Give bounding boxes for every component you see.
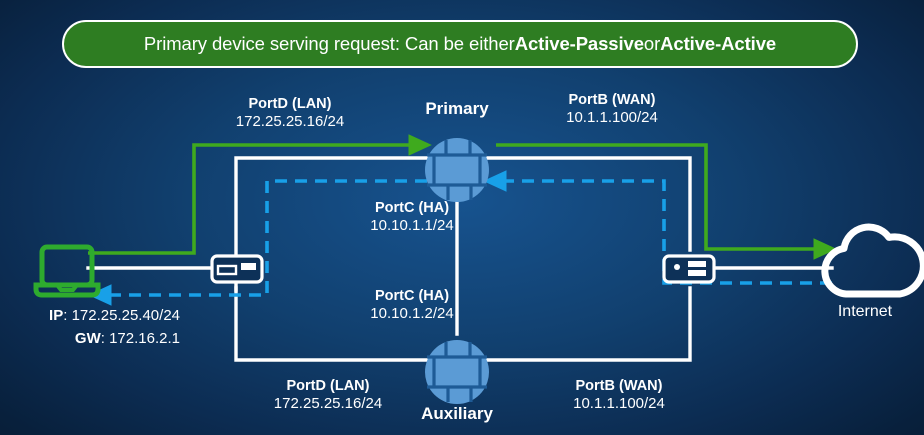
label-auxiliary-lan-address: 172.25.25.16/24 [273, 395, 383, 413]
link-lan-switch-down-to-auxiliary [234, 286, 430, 362]
label-auxiliary-device-name: Auxiliary [421, 404, 493, 423]
label-primary-lan-port: PortD (LAN) 172.25.25.16/24 [190, 96, 390, 131]
label-primary-device-name: Primary [425, 99, 489, 118]
blue-response-path [88, 170, 832, 306]
label-auxiliary-wan-address: 10.1.1.100/24 [573, 395, 665, 413]
label-primary-wan-title: PortB (WAN) [568, 92, 656, 108]
laptop-ip-value: 172.25.25.40/24 [71, 307, 180, 324]
label-primary-wan-port: PortB (WAN) 10.1.1.100/24 [512, 92, 712, 127]
banner-callout: Primary device serving request: Can be e… [62, 20, 858, 68]
label-auxiliary-lan-title: PortD (LAN) [286, 378, 370, 394]
label-auxiliary-lan-port: PortD (LAN) 172.25.25.16/24 [228, 378, 428, 413]
laptop-ip-label: IP [49, 307, 64, 324]
green-request-path [88, 134, 837, 260]
banner-bold-active-passive: Active-Passive [514, 33, 644, 54]
link-auxiliary-to-wan-switch [485, 286, 692, 362]
link-lan-switch-up-to-primary [234, 156, 430, 292]
link-primary-to-wan-switch [485, 156, 692, 252]
label-primary-ha-port: PortC (HA) 10.10.1.1/24 [322, 200, 502, 235]
wan-switch-icon [662, 254, 716, 284]
banner-bold-active-active: Active-Active [660, 33, 777, 54]
lan-switch-icon [210, 254, 264, 284]
white-link-paths [86, 156, 834, 362]
primary-device-icon [425, 138, 489, 202]
blue-primary-to-laptop [88, 179, 427, 306]
laptop-host-info: IP: 172.25.25.40/24 GW: 172.16.2.1 [0, 305, 180, 350]
green-laptop-to-primary [88, 134, 432, 255]
label-primary-ha-address: 10.10.1.1/24 [370, 217, 454, 235]
label-auxiliary-wan-title: PortB (WAN) [575, 378, 663, 394]
laptop-gw-label: GW [74, 329, 101, 347]
label-cloud-internet: Internet [837, 303, 893, 320]
label-auxiliary-ha-title: PortC (HA) [374, 288, 450, 304]
label-auxiliary-ha-address: 10.10.1.2/24 [370, 305, 454, 323]
banner-text-before: Primary device serving request: Can be e… [143, 33, 515, 54]
laptop-ip-row: IP: 172.25.25.40/24 [49, 307, 180, 324]
label-primary-wan-address: 10.1.1.100/24 [566, 109, 658, 127]
laptop-gw-value: 172.16.2.1 [109, 329, 180, 347]
cloud-icon [821, 223, 924, 298]
laptop-gw-row: GW: 172.16.2.1 [74, 329, 180, 347]
laptop-icon [33, 244, 101, 298]
banner-text-middle: or [643, 33, 661, 54]
label-primary-ha-title: PortC (HA) [374, 200, 450, 216]
label-primary-lan-title: PortD (LAN) [248, 96, 332, 112]
label-primary-lan-address: 172.25.25.16/24 [235, 113, 345, 131]
label-auxiliary-wan-port: PortB (WAN) 10.1.1.100/24 [519, 378, 719, 413]
green-primary-to-internet [496, 143, 837, 260]
label-auxiliary-ha-port: PortC (HA) 10.10.1.2/24 [322, 288, 502, 323]
blue-internet-to-primary [483, 170, 832, 285]
auxiliary-device-icon [425, 340, 489, 404]
